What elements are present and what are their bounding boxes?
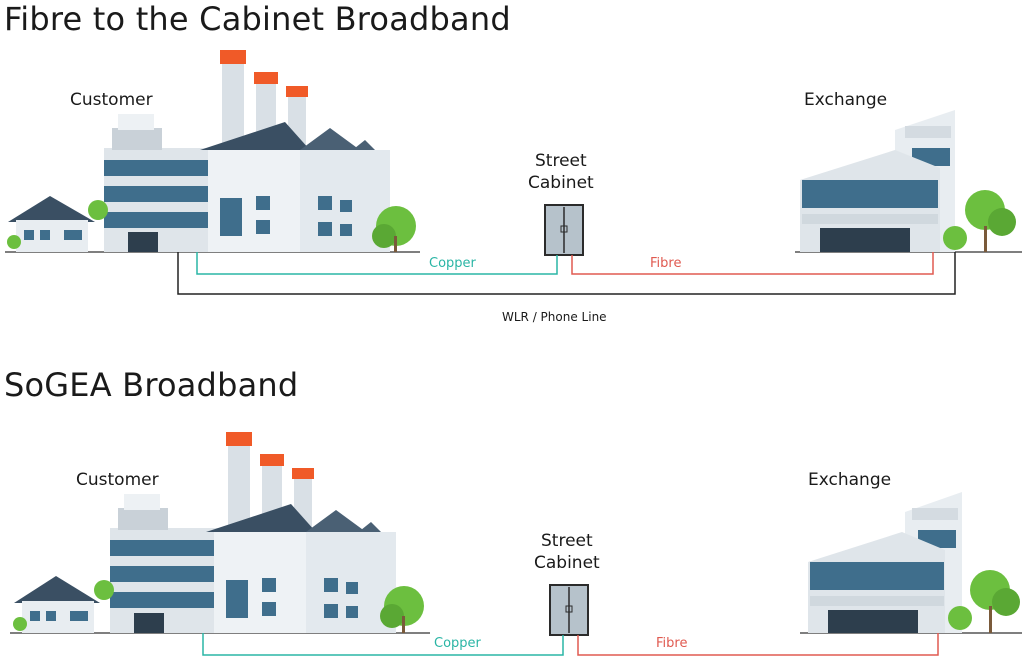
copper-line bbox=[202, 633, 564, 656]
sogea-exchange-label: Exchange bbox=[808, 470, 892, 490]
tree-icon bbox=[943, 190, 1016, 252]
fttc-copper-label: Copper bbox=[429, 256, 476, 271]
sogea-fibre-label: Fibre bbox=[656, 636, 688, 651]
fibre-line bbox=[577, 633, 939, 656]
fttc-diagram bbox=[5, 50, 1022, 295]
wlr-line bbox=[177, 252, 956, 295]
tree-icon bbox=[7, 200, 416, 252]
factory-icon bbox=[200, 50, 390, 252]
exchange-building-icon bbox=[808, 492, 962, 633]
fttc-cabinet-label-line1: Street bbox=[535, 151, 587, 171]
fttc-cabinet-label: Street Cabinet bbox=[528, 150, 594, 194]
fttc-wlr-label: WLR / Phone Line bbox=[502, 310, 607, 324]
sogea-copper-label: Copper bbox=[434, 636, 481, 651]
sogea-cabinet-label-line2: Cabinet bbox=[534, 553, 600, 573]
exchange-building-icon bbox=[800, 110, 955, 252]
sogea-diagram bbox=[10, 432, 1022, 656]
street-cabinet-icon bbox=[544, 204, 584, 256]
fttc-section: Fibre to the Cabinet Broadband bbox=[4, 0, 1022, 324]
street-cabinet-icon bbox=[549, 584, 589, 636]
fttc-cabinet-label-line2: Cabinet bbox=[528, 173, 594, 193]
fttc-exchange-label: Exchange bbox=[804, 90, 888, 110]
fibre-line bbox=[571, 252, 934, 275]
copper-line bbox=[196, 252, 558, 275]
house-icon bbox=[8, 196, 95, 252]
office-building-icon bbox=[110, 494, 218, 633]
fttc-customer-label: Customer bbox=[70, 90, 153, 110]
tree-icon bbox=[948, 570, 1020, 633]
office-building-icon bbox=[104, 114, 212, 252]
fttc-fibre-label: Fibre bbox=[650, 256, 682, 271]
sogea-cabinet-label-line1: Street bbox=[541, 531, 593, 551]
sogea-title: SoGEA Broadband bbox=[4, 366, 299, 404]
house-icon bbox=[14, 576, 100, 633]
sogea-cabinet-label: Street Cabinet bbox=[534, 530, 600, 574]
fttc-title: Fibre to the Cabinet Broadband bbox=[4, 0, 511, 38]
sogea-customer-label: Customer bbox=[76, 470, 159, 490]
sogea-section: SoGEA Broadband bbox=[0, 360, 1025, 665]
tree-icon bbox=[13, 580, 424, 633]
factory-icon bbox=[206, 432, 396, 633]
